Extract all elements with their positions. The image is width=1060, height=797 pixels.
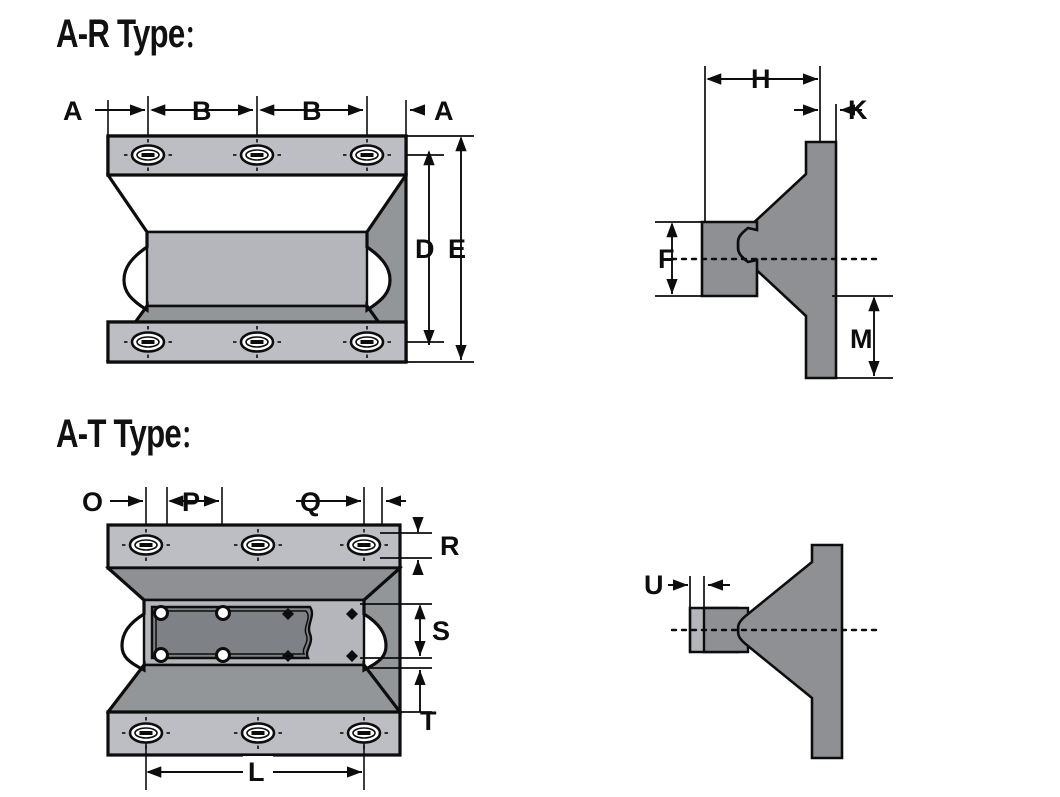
dim-label-m: M — [850, 324, 873, 354]
dim-label-a-left: A — [63, 96, 83, 126]
plate-hole — [215, 647, 231, 663]
a-t-front-view: O P Q — [82, 487, 460, 790]
dim-label-q: Q — [300, 487, 321, 517]
title-colon-a-r: ： — [184, 21, 208, 54]
dim-label-b-1: B — [192, 96, 212, 126]
a-t-mounting-plate — [150, 605, 314, 660]
section-title-a-t: A-T Type： — [56, 412, 204, 457]
a-t-section-body — [736, 543, 844, 760]
panel-marker — [346, 650, 358, 662]
dim-label-r: R — [440, 531, 460, 561]
dim-label-d: D — [415, 234, 435, 264]
dim-label-p: P — [182, 487, 200, 517]
a-t-dim-t-witness — [364, 667, 432, 713]
title-text-a-r: A-R Type — [56, 12, 185, 56]
a-t-dim-r-witness — [380, 532, 432, 559]
dim-label-s: S — [432, 616, 450, 646]
section-title-a-r: A-R Type： — [56, 12, 208, 57]
a-r-upper-void — [105, 173, 409, 234]
panel-marker — [282, 608, 294, 620]
a-t-plate-holes — [153, 605, 231, 663]
dim-label-b-2: B — [302, 96, 322, 126]
dim-label-u: U — [644, 570, 664, 600]
dim-label-e: E — [448, 234, 466, 264]
a-t-section-view: U — [644, 543, 884, 760]
a-r-dim-f-witness — [655, 221, 712, 297]
a-t-mounting-plate-inner — [155, 610, 309, 655]
panel-marker — [346, 608, 358, 620]
dim-label-k: K — [848, 95, 868, 125]
dim-label-o: O — [82, 487, 103, 517]
panel-marker — [282, 650, 294, 662]
a-t-dim-l-witness — [145, 742, 365, 790]
a-t-upper-bevel — [104, 566, 404, 602]
a-t-section-witness-lines — [689, 576, 705, 608]
dim-label-a-right: A — [434, 96, 454, 126]
a-r-section-root — [700, 220, 759, 298]
a-r-section-view: H K F M — [655, 64, 893, 380]
dim-label-l: L — [248, 757, 265, 787]
a-t-panel-markers — [282, 608, 358, 662]
a-r-left-edge-profile — [106, 136, 149, 362]
a-r-front-view: A B B A — [63, 96, 474, 364]
title-colon-a-t: ： — [180, 421, 204, 454]
plate-hole — [153, 647, 169, 663]
title-text-a-t: A-T Type — [56, 412, 182, 456]
plate-hole — [153, 605, 169, 621]
a-t-left-edge-profile — [106, 566, 146, 713]
a-r-dim-m-witness — [832, 295, 893, 379]
a-t-dim-s-witness — [360, 603, 432, 659]
a-t-lower-bevel — [105, 663, 403, 714]
plate-hole — [215, 605, 231, 621]
a-r-centre-panel — [145, 230, 369, 308]
dim-label-t: T — [420, 706, 437, 736]
dim-label-l-mask — [243, 756, 273, 784]
dim-label-f: F — [658, 244, 675, 274]
dim-label-h: H — [751, 64, 771, 94]
